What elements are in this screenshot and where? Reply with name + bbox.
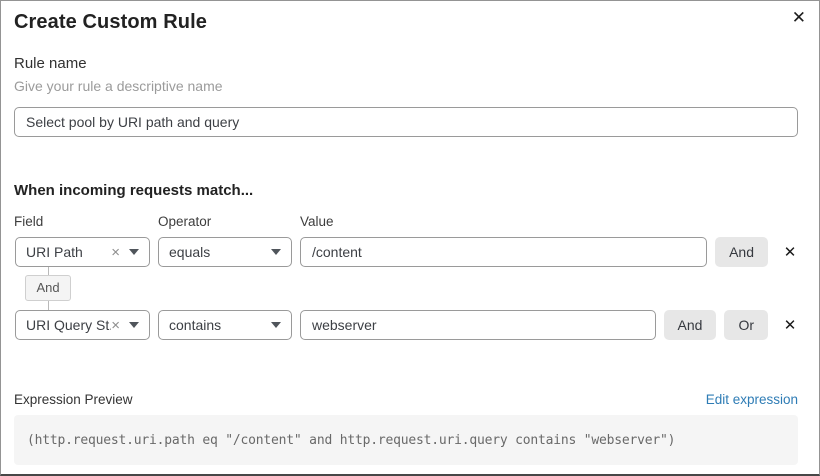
and-connector-badge: And xyxy=(25,275,71,301)
close-icon[interactable]: ✕ xyxy=(791,8,806,27)
chevron-down-icon xyxy=(271,322,281,328)
clear-selection-icon[interactable]: × xyxy=(111,243,120,261)
expression-preview-code: (http.request.uri.path eq "/content" and… xyxy=(14,415,798,465)
add-or-condition-button[interactable]: Or xyxy=(724,310,768,340)
field-select-value: URI Path xyxy=(26,244,83,260)
rule-name-helper: Give your rule a descriptive name xyxy=(14,78,223,94)
field-select[interactable]: URI Query St... × xyxy=(15,310,150,340)
expression-preview-header: Expression Preview Edit expression xyxy=(14,392,798,407)
add-and-condition-button[interactable]: And xyxy=(715,237,768,267)
chevron-down-icon xyxy=(271,249,281,255)
rule-name-input[interactable] xyxy=(14,107,798,137)
rule-name-label: Rule name xyxy=(14,55,87,72)
operator-select-value: contains xyxy=(169,317,222,333)
value-input[interactable] xyxy=(300,237,708,267)
dialog-title: Create Custom Rule xyxy=(14,11,207,33)
operator-column-header: Operator xyxy=(158,214,212,229)
chevron-down-icon xyxy=(129,322,139,328)
edit-expression-link[interactable]: Edit expression xyxy=(705,392,798,407)
field-select[interactable]: URI Path × xyxy=(15,237,150,267)
connector-line xyxy=(47,267,49,275)
chevron-down-icon xyxy=(129,249,139,255)
match-section-heading: When incoming requests match... xyxy=(14,182,254,199)
condition-column-headers: Field Operator Value xyxy=(14,214,798,229)
clear-selection-icon[interactable]: × xyxy=(111,316,120,334)
operator-select[interactable]: equals xyxy=(158,237,292,267)
field-column-header: Field xyxy=(14,214,44,229)
add-and-condition-button[interactable]: And xyxy=(663,310,717,340)
field-select-value: URI Query St... xyxy=(26,317,111,333)
connector-line xyxy=(47,301,49,310)
expression-preview-label: Expression Preview xyxy=(14,392,133,407)
value-column-header: Value xyxy=(300,214,334,229)
operator-select-value: equals xyxy=(169,244,211,260)
rule-name-section: Rule name Give your rule a descriptive n… xyxy=(14,55,798,137)
condition-row: URI Query St... × contains And Or ✕ xyxy=(14,310,798,340)
value-input[interactable] xyxy=(300,310,656,340)
condition-row: URI Path × equals And ✕ xyxy=(14,237,798,267)
delete-row-icon[interactable]: ✕ xyxy=(783,317,797,334)
operator-select[interactable]: contains xyxy=(158,310,292,340)
and-connector: And xyxy=(25,267,71,310)
delete-row-icon[interactable]: ✕ xyxy=(783,244,797,261)
